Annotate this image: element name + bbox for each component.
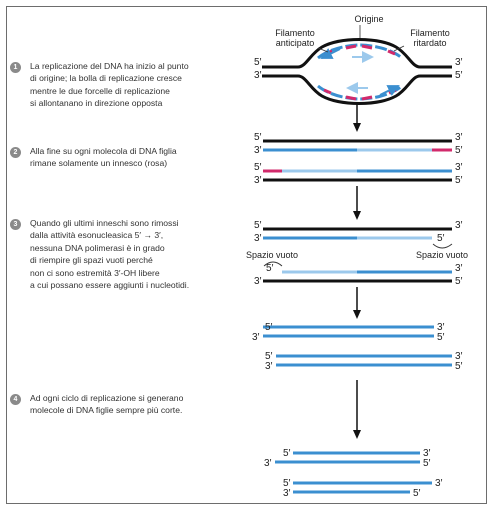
end-label: 3′	[455, 162, 463, 173]
end-label: 3′	[254, 175, 262, 186]
gap-bracket	[432, 243, 453, 249]
end-label: 3′	[265, 361, 273, 372]
gap-bracket	[263, 261, 283, 267]
end-label: 3′	[252, 332, 260, 343]
end-label: 5′	[254, 220, 262, 231]
step-text-4: Ad ogni ciclo di replicazione si generan…	[30, 393, 184, 416]
figure-frame	[6, 6, 487, 504]
end-label: 5′	[455, 361, 463, 372]
end-label: 3′	[435, 478, 443, 489]
end-label: 5′	[437, 233, 445, 244]
end-label: 5′	[423, 458, 431, 469]
end-label: 5′	[455, 276, 463, 287]
step4-molecules-b	[275, 451, 432, 494]
end-label: 3′	[455, 263, 463, 274]
gap-label: Spazio vuoto	[416, 250, 468, 260]
end-label: 5′	[455, 145, 463, 156]
lagging-strand-label-1: Filamento	[410, 28, 450, 38]
leading-strand-label-1: Filamento	[275, 28, 315, 38]
end-label: 3′	[254, 70, 262, 81]
end-label: 5′	[455, 70, 463, 81]
end-label: 5′	[413, 488, 421, 499]
end-label: 5′	[266, 263, 274, 274]
replication-bubble	[262, 25, 452, 105]
step3-molecules	[263, 227, 453, 283]
leading-strand-label-2: anticipato	[276, 38, 315, 48]
end-label: 3′	[455, 57, 463, 68]
step2-molecules	[263, 139, 452, 182]
end-label: 3′	[437, 322, 445, 333]
step-text-3: Quando gli ultimi inneschi sono rimossi …	[30, 218, 190, 291]
step-number-4: 4	[10, 394, 21, 405]
end-label: 5′	[283, 478, 291, 489]
end-label: 5′	[254, 132, 262, 143]
end-label: 3′	[455, 132, 463, 143]
step-text-2: Alla fine su ogni molecola di DNA figlia…	[30, 146, 177, 169]
end-label: 3′	[455, 220, 463, 231]
end-label: 5′	[265, 322, 273, 333]
end-label: 5′	[254, 162, 262, 173]
step4-molecules-a	[263, 325, 452, 367]
origin-label: Origine	[354, 14, 383, 24]
end-label: 3′	[264, 458, 272, 469]
end-label: 3′	[283, 488, 291, 499]
end-label: 3′	[254, 145, 262, 156]
end-label: 3′	[423, 448, 431, 459]
end-label: 5′	[437, 332, 445, 343]
end-label: 5′	[283, 448, 291, 459]
end-label: 3′	[254, 276, 262, 287]
step-number-3: 3	[10, 219, 21, 230]
end-label: 5′	[455, 175, 463, 186]
step-number-2: 2	[10, 147, 21, 158]
end-label: 5′	[265, 351, 273, 362]
end-label: 5′	[254, 57, 262, 68]
step-text-1: La replicazione del DNA ha inizio al pun…	[30, 61, 189, 109]
end-label: 3′	[455, 351, 463, 362]
step-number-1: 1	[10, 62, 21, 73]
gap-label: Spazio vuoto	[246, 250, 298, 260]
lagging-strand-label-2: ritardato	[413, 38, 446, 48]
end-label: 3′	[254, 233, 262, 244]
